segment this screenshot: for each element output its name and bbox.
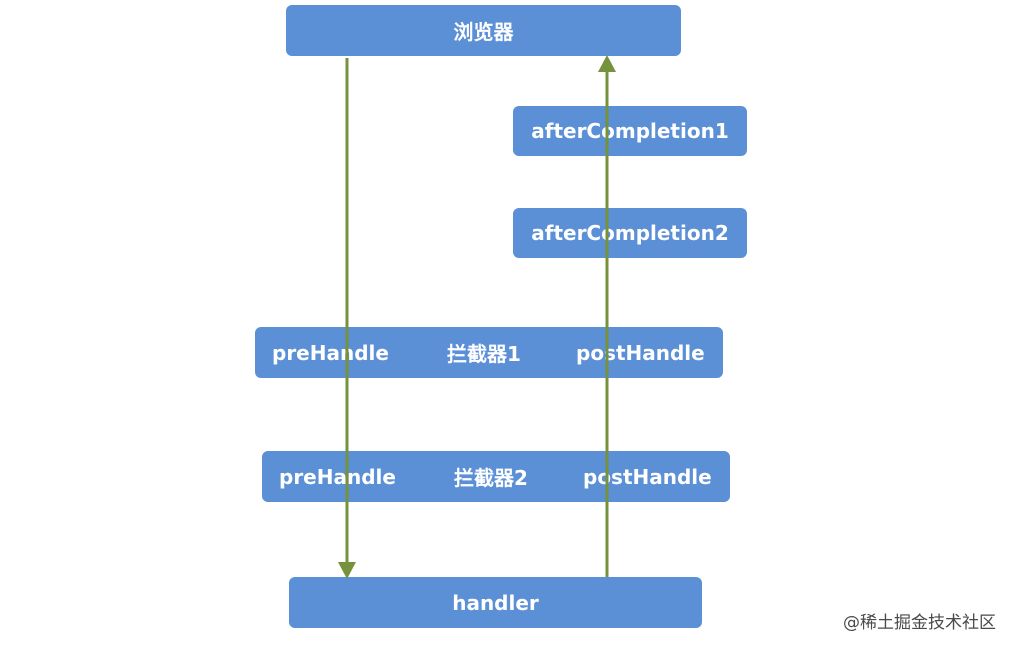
browser-label: 浏览器 [453,20,514,44]
handler-label: handler [452,590,539,615]
interceptor-1-box: preHandle 拦截器1 postHandle [255,327,723,378]
handler-box: handler [289,577,702,628]
up-arrowhead-icon [598,55,616,72]
after-completion-2-label: afterCompletion2 [531,221,729,245]
after-completion-1-box: afterCompletion1 [513,106,747,156]
after-completion-1-label: afterCompletion1 [531,119,729,143]
interceptor-2-name-label: 拦截器2 [454,466,528,490]
watermark: @稀土掘金技术社区 [843,613,996,633]
after-completion-2-box: afterCompletion2 [513,208,747,258]
browser-box: 浏览器 [286,5,681,56]
interceptor-2-prehandle-label: preHandle [279,464,396,489]
interceptor-1-posthandle-label: postHandle [576,340,705,365]
interceptor-2-box: preHandle 拦截器2 postHandle [262,451,730,502]
interceptor-2-posthandle-label: postHandle [583,464,712,489]
interceptor-1-name-label: 拦截器1 [447,342,521,366]
interceptor-1-prehandle-label: preHandle [272,340,389,365]
